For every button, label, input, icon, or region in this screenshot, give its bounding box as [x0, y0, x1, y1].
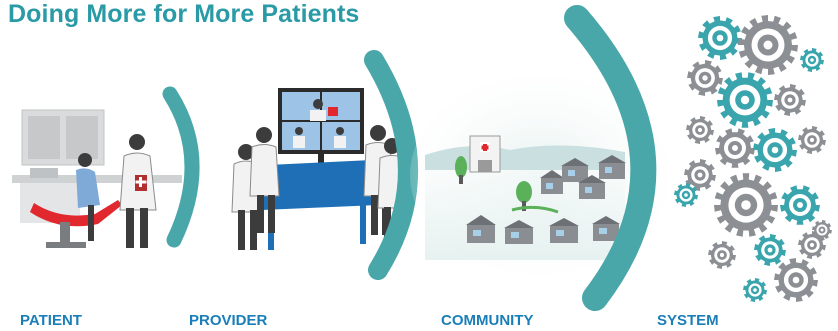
table-icon — [262, 160, 378, 250]
house-icon — [466, 215, 496, 243]
gear-icon — [800, 48, 824, 72]
hospital-icon — [469, 135, 501, 173]
person-icon — [119, 134, 157, 248]
house-icon — [540, 170, 564, 194]
monitor-icon — [278, 88, 364, 164]
cabinet-panel — [28, 116, 60, 159]
gear-icon — [717, 72, 773, 128]
gear-icon — [738, 15, 798, 75]
gear-icon — [687, 60, 723, 96]
house-icon — [592, 216, 620, 241]
gear-icon — [812, 220, 832, 240]
stage-label-patient: PATIENT — [20, 312, 82, 329]
system-scene — [674, 15, 832, 302]
community-scene — [410, 75, 670, 275]
stage-label-community: COMMUNITY — [441, 312, 534, 329]
arc-divider-icon — [162, 86, 200, 248]
provider-scene — [231, 88, 407, 250]
house-icon — [561, 158, 589, 182]
arc-divider-icon — [364, 50, 418, 280]
gear-icon — [684, 159, 716, 191]
gear-icon — [774, 84, 806, 116]
tree-icon — [455, 156, 467, 184]
house-icon — [598, 155, 626, 179]
person-icon — [76, 153, 100, 241]
arc-divider-icon — [564, 5, 657, 311]
gear-icon — [798, 126, 826, 154]
gear-icon — [686, 116, 714, 144]
house-icon — [578, 175, 606, 199]
house-icon — [504, 220, 534, 244]
stage-label-provider: PROVIDER — [189, 312, 268, 329]
person-icon — [249, 127, 280, 233]
patient-scene — [12, 109, 182, 248]
house-icon — [549, 218, 579, 243]
gear-icon — [754, 234, 786, 266]
gear-icon — [674, 183, 698, 207]
gear-icon — [780, 185, 820, 225]
gear-icon — [753, 128, 797, 172]
stage-label-system: SYSTEM — [657, 312, 719, 329]
sink — [30, 168, 58, 178]
counter — [12, 175, 182, 183]
gear-icon — [708, 241, 736, 269]
page-title: Doing More for More Patients — [8, 0, 360, 28]
gear-icon — [714, 173, 778, 237]
tree-icon — [516, 181, 532, 211]
gear-icon — [698, 16, 742, 60]
dental-chair-icon — [30, 200, 122, 248]
cabinet-panel — [66, 116, 98, 159]
gear-icon — [715, 128, 755, 168]
gear-icon — [743, 278, 767, 302]
gear-icon — [774, 258, 818, 302]
